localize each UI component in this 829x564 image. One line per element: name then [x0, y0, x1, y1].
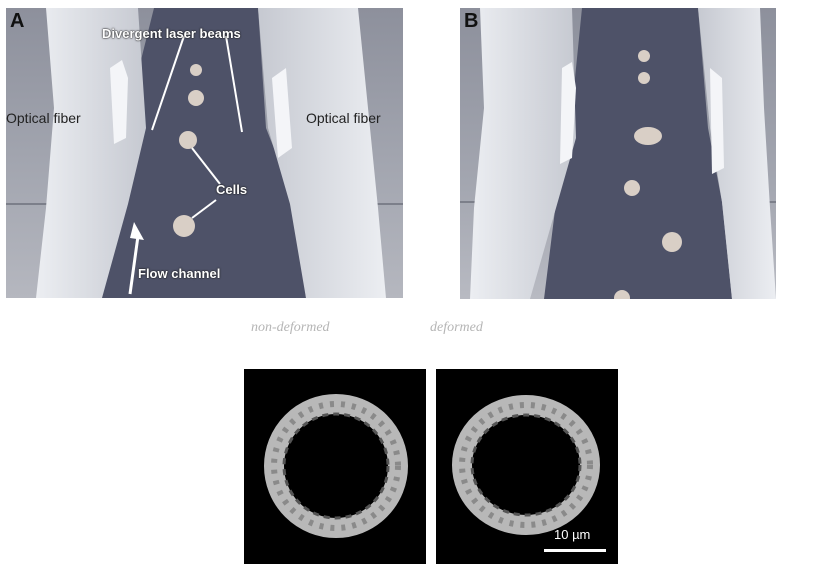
cell: [638, 72, 650, 84]
panel-b-letter: B: [464, 10, 478, 33]
microscopy-non-deformed: [244, 369, 426, 564]
cell: [662, 232, 682, 252]
cell-deformed: [634, 127, 662, 145]
panel-a: A Divergent laser beams Optical fiber Op…: [6, 8, 403, 298]
cell: [173, 215, 195, 237]
panel-a-illustration: [6, 8, 403, 298]
fiber-tip-right: [710, 68, 724, 174]
caption-deformed: deformed: [430, 320, 483, 336]
microscopy-deformed: 10 µm: [436, 369, 618, 564]
panel-a-letter: A: [10, 10, 24, 33]
optical-fiber-left-label: Optical fiber: [6, 110, 81, 126]
cell: [190, 64, 202, 76]
caption-non-deformed: non-deformed: [251, 320, 330, 336]
optical-fiber-right-label: Optical fiber: [306, 110, 381, 126]
panel-b: B: [460, 8, 776, 299]
cell-ring-non-deformed: [244, 369, 426, 564]
flow-channel-label: Flow channel: [138, 266, 220, 281]
cell-ring-deformed: [436, 369, 618, 564]
panel-b-illustration: [460, 8, 776, 299]
cell: [624, 180, 640, 196]
scale-bar: [544, 549, 606, 552]
cells-label: Cells: [216, 182, 247, 197]
cell: [638, 50, 650, 62]
scale-bar-label: 10 µm: [554, 527, 590, 542]
cell: [179, 131, 197, 149]
divergent-beams-label: Divergent laser beams: [102, 26, 241, 41]
cell: [188, 90, 204, 106]
